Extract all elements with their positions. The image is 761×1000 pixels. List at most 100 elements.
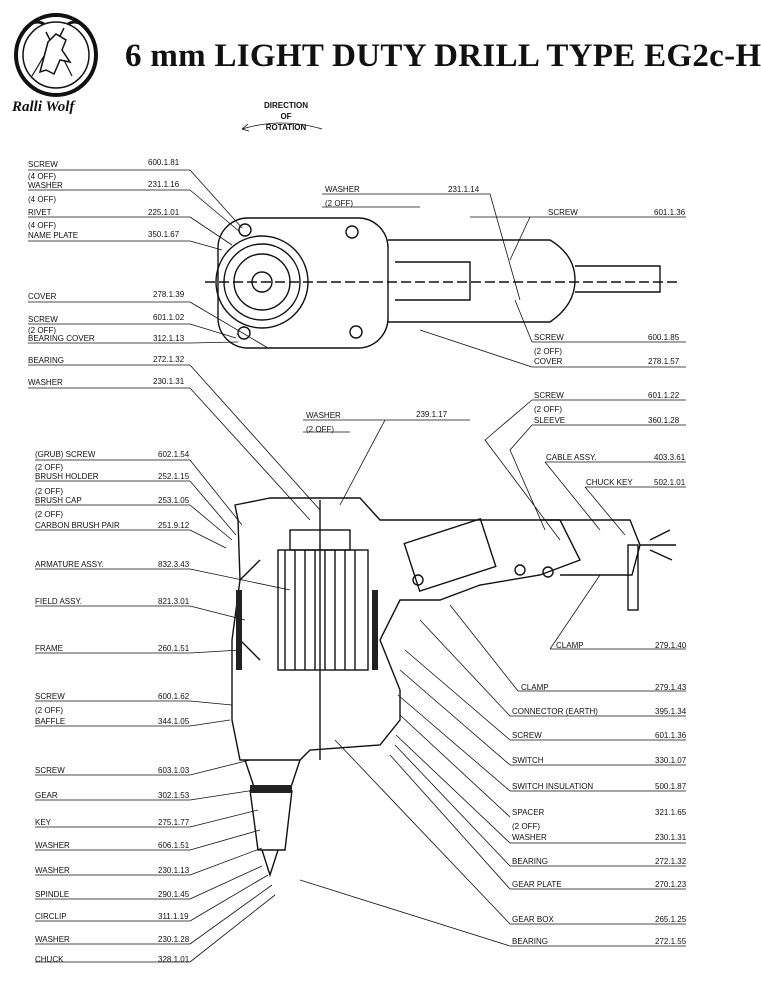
part-label: NAME PLATE: [28, 231, 79, 240]
part-label: COVER: [28, 292, 57, 301]
part-qty: (2 OFF): [35, 706, 63, 715]
part-label: BRUSH HOLDER: [35, 472, 99, 481]
part-number: 601.1.36: [655, 731, 687, 740]
drill-section-view: [231, 497, 676, 878]
part-label: CABLE ASSY.: [546, 453, 597, 462]
part-number: 231.1.14: [448, 185, 480, 194]
part-number: 360.1.28: [648, 416, 680, 425]
part-label: GEAR: [35, 791, 58, 800]
exploded-diagram: [28, 122, 686, 963]
part-label: SWITCH INSULATION: [512, 782, 594, 791]
part-label: CONNECTOR (EARTH): [512, 707, 598, 716]
page-title: 6 mm LIGHT DUTY DRILL TYPE EG2c-H: [125, 38, 761, 74]
part-number: 252.1.15: [158, 472, 190, 481]
part-label: WASHER: [35, 935, 70, 944]
part-label: WASHER: [512, 833, 547, 842]
part-label: KEY: [35, 818, 52, 827]
part-number: 302.1.53: [158, 791, 190, 800]
part-number: 290.1.45: [158, 890, 190, 899]
part-number: 275.1.77: [158, 818, 190, 827]
part-number: 239.1.17: [416, 410, 448, 419]
part-label: CHUCK KEY: [586, 478, 633, 487]
part-label: BEARING: [28, 356, 65, 365]
part-number: 230.1.31: [153, 377, 185, 386]
part-label: CARBON BRUSH PAIR: [35, 521, 120, 530]
part-label: WASHER: [35, 841, 70, 850]
part-label: FRAME: [35, 644, 63, 653]
part-number: 279.1.43: [655, 683, 687, 692]
part-qty: (4 OFF): [28, 195, 56, 204]
part-number: 601.1.02: [153, 313, 185, 322]
part-number: 230.1.31: [655, 833, 687, 842]
part-label: WASHER: [325, 185, 360, 194]
part-label: GEAR PLATE: [512, 880, 562, 889]
part-number: 344.1.05: [158, 717, 190, 726]
part-number: 600.1.85: [648, 333, 680, 342]
brand-name: Ralli Wolf: [12, 99, 75, 115]
part-number: 321.1.65: [655, 808, 687, 817]
part-qty: (2 OFF): [28, 326, 56, 335]
part-qty: (4 OFF): [28, 221, 56, 230]
part-number: 600.1.81: [148, 158, 180, 167]
part-number: 279.1.40: [655, 641, 687, 650]
part-label: GEAR BOX: [512, 915, 554, 924]
part-label: SWITCH: [512, 756, 544, 765]
part-label: FIELD ASSY.: [35, 597, 82, 606]
section-hatching: [236, 590, 378, 793]
direction-of-rotation: DIRECTION OF ROTATION: [250, 100, 322, 133]
part-number: 225.1.01: [148, 208, 180, 217]
part-label: CLAMP: [556, 641, 584, 650]
part-qty: (4 OFF): [28, 172, 56, 181]
part-label: WASHER: [35, 866, 70, 875]
part-number: 606.1.51: [158, 841, 190, 850]
part-number: 265.1.25: [655, 915, 687, 924]
ralli-wolf-logo: [14, 13, 98, 97]
part-number: 270.1.23: [655, 880, 687, 889]
part-label: CLAMP: [521, 683, 549, 692]
part-number: 403.3.61: [654, 453, 686, 462]
part-label: WASHER: [306, 411, 341, 420]
part-label: CIRCLIP: [35, 912, 67, 921]
part-qty: (2 OFF): [35, 463, 63, 472]
part-label: SPACER: [512, 808, 545, 817]
part-number: 330.1.07: [655, 756, 687, 765]
part-number: 600.1.62: [158, 692, 190, 701]
part-number: 601.1.36: [654, 208, 686, 217]
part-number: 601.1.22: [648, 391, 680, 400]
part-qty: (2 OFF): [512, 822, 540, 831]
part-label: ARMATURE ASSY.: [35, 560, 104, 569]
part-label: SLEEVE: [534, 416, 566, 425]
part-number: 272.1.55: [655, 937, 687, 946]
part-number: 230.1.28: [158, 935, 190, 944]
part-label: WASHER: [28, 181, 63, 190]
part-number: 278.1.39: [153, 290, 185, 299]
part-number: 272.1.32: [153, 355, 185, 364]
part-label: COVER: [534, 357, 563, 366]
part-number: 395.1.34: [655, 707, 687, 716]
part-number: 350.1.67: [148, 230, 180, 239]
part-label: BEARING: [512, 857, 549, 866]
part-number: 832.3.43: [158, 560, 190, 569]
part-number: 602.1.54: [158, 450, 190, 459]
rotation-line-3: ROTATION: [265, 123, 307, 132]
part-label: SCREW: [35, 692, 65, 701]
part-label: BEARING: [512, 937, 549, 946]
part-label: SCREW: [28, 160, 58, 169]
part-qty: (2 OFF): [306, 425, 334, 434]
part-number: 502.1.01: [654, 478, 686, 487]
part-label: SCREW: [28, 315, 58, 324]
part-number: 230.1.13: [158, 866, 190, 875]
part-qty: (2 OFF): [35, 487, 63, 496]
part-number: 311.1.19: [158, 912, 189, 921]
part-label: BAFFLE: [35, 717, 66, 726]
part-number: 500.1.87: [655, 782, 687, 791]
part-number: 231.1.16: [148, 180, 180, 189]
part-qty: (2 OFF): [534, 405, 562, 414]
part-number: 253.1.05: [158, 496, 190, 505]
part-label: SPINDLE: [35, 890, 70, 899]
part-label: RIVET: [28, 208, 52, 217]
part-number: 328.1.01: [158, 955, 190, 964]
part-label: SCREW: [534, 333, 564, 342]
part-qty: (2 OFF): [325, 199, 353, 208]
part-label: SCREW: [534, 391, 564, 400]
